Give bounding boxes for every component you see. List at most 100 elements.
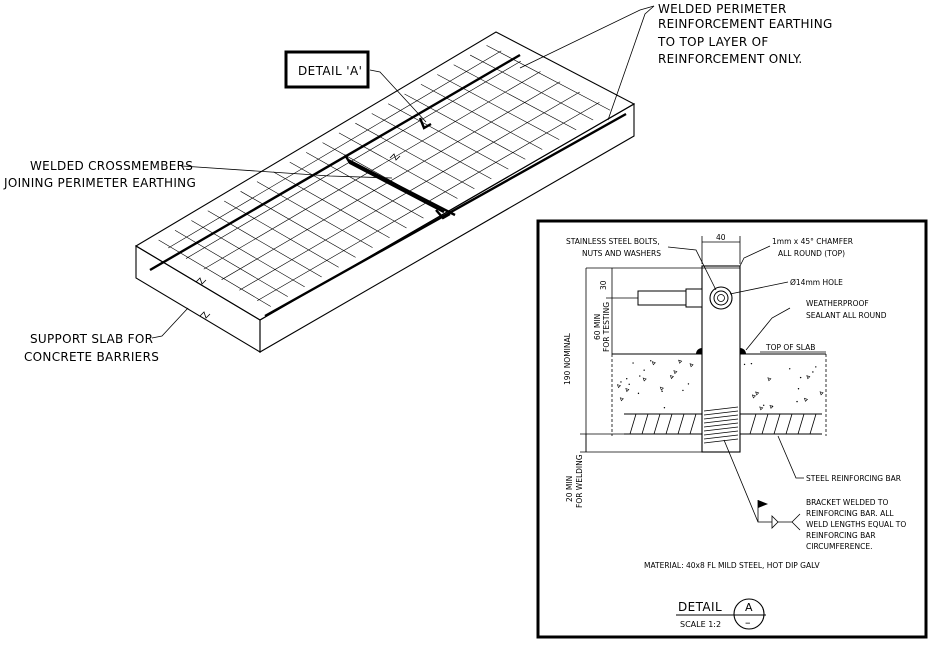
material-note: MATERIAL: 40x8 FL MILD STEEL, HOT DIP GA… [644, 561, 820, 570]
leader-detail-a [369, 69, 427, 123]
aggregate-dot [812, 371, 814, 373]
slab-right-face [259, 103, 635, 353]
aggregate-dot [637, 392, 640, 395]
aggregate-stone [642, 377, 647, 382]
bracket-line-2: REINFORCING BAR. ALL [806, 509, 894, 518]
weld-flag [758, 500, 768, 508]
dim-40-text: 40 [716, 233, 726, 242]
aggregate-stone [769, 404, 774, 409]
aggregate-dot [789, 368, 791, 370]
aggregate-stone [619, 397, 624, 402]
aggregate-dot [743, 363, 746, 366]
bar-rib [773, 413, 781, 435]
detail-title: DETAIL [678, 600, 722, 614]
hole-label: Ø14mm HOLE [790, 278, 843, 287]
mesh-bar-short [207, 210, 322, 278]
bar-rib [629, 413, 637, 435]
callout-circle [733, 598, 765, 630]
bolt-washer [709, 286, 733, 310]
aggregate-dot [750, 362, 753, 365]
bar-rib [653, 413, 661, 435]
crossmember-2 [347, 158, 456, 217]
detail-a-label: DETAIL 'A' [298, 64, 362, 78]
aggregate-dot [762, 404, 765, 406]
aggregate-dot [632, 362, 634, 364]
dim-30-text: 30 [599, 280, 608, 290]
aggregate-stone [659, 386, 664, 391]
bracket-line-3: WELD LENGTHS EQUAL TO [806, 520, 906, 529]
aggregate-stone [751, 394, 756, 399]
dim-190-text: 190 NOMINAL [563, 332, 572, 385]
slab-front-face [135, 245, 261, 353]
mesh-bar-short [420, 83, 543, 150]
aggregate-dot [799, 376, 802, 379]
aggregate-stone [755, 391, 760, 396]
aggregate-stone [759, 406, 764, 411]
callout-letter: A [745, 601, 753, 614]
weld-hatch-line [703, 438, 739, 444]
leader-bolts [667, 246, 717, 291]
aggregate-dot [687, 383, 690, 385]
sealant-left [696, 348, 702, 354]
aggregate-stone [678, 359, 683, 364]
mesh-bar-short [174, 229, 288, 297]
bracket-b [435, 209, 451, 220]
aggregate-dot [628, 383, 630, 386]
support-slab-label: SUPPORT SLAB FOR CONCRETE BARRIERS [24, 332, 159, 364]
mesh-bar-short [453, 64, 577, 131]
bar-rib [665, 413, 673, 435]
leader-chamfer [739, 245, 771, 267]
aggregate-stone [689, 363, 694, 368]
leader-crossmember [181, 165, 393, 179]
detail-scale: SCALE 1:2 [680, 620, 721, 629]
aggregate-dot [620, 381, 622, 383]
aggregate-dot [643, 369, 645, 371]
dim-60-text-2: FOR TESTING [602, 302, 611, 352]
bolt-hole [717, 294, 725, 302]
weld-hatch-line [703, 406, 739, 412]
mesh-bar-short [273, 171, 390, 239]
sealant-line-1: WEATHERPROOF [806, 299, 869, 308]
callout-sheet: – [745, 616, 751, 629]
reinforcing-bar-label: STEEL REINFORCING BAR [806, 474, 901, 483]
bolt-nut [685, 288, 703, 308]
reinforcement-mesh [158, 45, 611, 307]
weld-hatch-line [703, 410, 739, 416]
weld-hatch-line [703, 422, 739, 428]
bracket-line-1: BRACKET WELDED TO [806, 498, 888, 507]
aggregate-dot [650, 360, 652, 362]
aggregate-dot [796, 400, 798, 403]
mesh-bar-short [371, 113, 492, 180]
chamfer-line-2: ALL ROUND (TOP) [778, 249, 845, 258]
bracket-line-4: REINFORCING BAR [806, 531, 876, 540]
chamfer-line-1: 1mm x 45° CHAMFER [772, 237, 853, 246]
mesh-bar-short [306, 152, 424, 219]
dim-20-text-1: 20 MIN [565, 476, 574, 502]
perimeter-label: WELDED PERIMETER REINFORCEMENT EARTHING … [657, 2, 832, 66]
mesh-bar-short [191, 220, 305, 288]
aggregate-dot [815, 366, 817, 368]
concrete-zone [611, 353, 827, 436]
bracket-line-5: CIRCUMFERENCE. [806, 542, 872, 551]
weld-fillet [771, 515, 779, 529]
mesh-bar-short [240, 191, 356, 258]
mesh-bar-short [289, 161, 407, 229]
weld-hatch-line [703, 414, 739, 420]
perimeter-line-1: WELDED PERIMETER [658, 2, 787, 16]
leader-perimeter-2 [607, 5, 655, 121]
aggregate-stone [767, 377, 772, 382]
weld-hatch [703, 406, 739, 444]
aggregate-stone [806, 375, 811, 380]
mesh-bar-short [486, 45, 611, 111]
aggregate-stone [651, 361, 656, 366]
leader-support-slab [151, 307, 189, 339]
break-mark-front [195, 277, 207, 285]
bar-rib [809, 413, 817, 435]
bolt-shank [637, 290, 687, 306]
sealant-line-2: SEALANT ALL ROUND [806, 311, 887, 320]
bar-rib [785, 413, 793, 435]
crossmember [343, 154, 445, 214]
bracket-a [418, 117, 432, 130]
crossmember-label: WELDED CROSSMEMBERS JOINING PERIMETER EA… [3, 159, 196, 190]
bolts-line-1: STAINLESS STEEL BOLTS, [566, 237, 660, 246]
